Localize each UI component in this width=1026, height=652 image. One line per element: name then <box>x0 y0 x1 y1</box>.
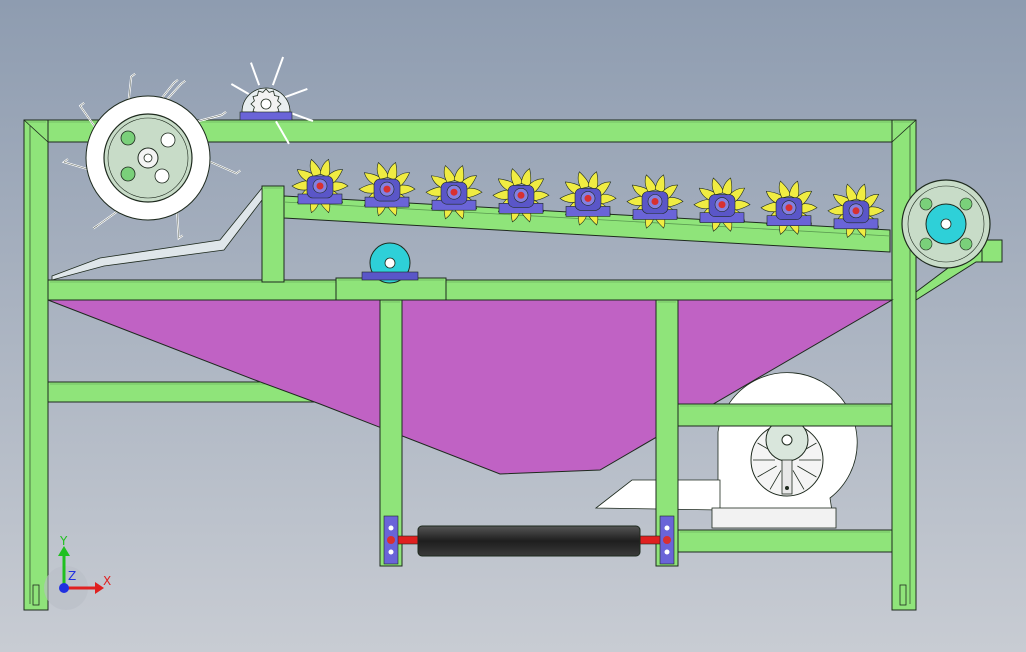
feed-rollers <box>291 158 885 238</box>
feed-roller <box>693 177 751 232</box>
z-axis-dot <box>59 583 69 593</box>
drum-tine-outline <box>127 73 136 106</box>
sprocket-tine <box>271 56 285 86</box>
fan-bracket <box>781 459 793 495</box>
middle-pulley-base <box>361 271 419 281</box>
right-pulley-groove <box>907 185 985 263</box>
feed-roller <box>425 165 483 220</box>
blower-base <box>711 507 837 529</box>
feed-roller <box>291 158 349 214</box>
roller-bearing-center <box>663 536 671 544</box>
right-pulley-hole <box>959 237 973 251</box>
drum-pulley-hole <box>120 166 136 182</box>
drum-pulley-hole <box>160 132 176 148</box>
feed-roller <box>358 161 416 217</box>
drum-tine-outline <box>162 80 186 105</box>
x-axis-label: X <box>103 574 111 588</box>
drum-pulley-hole <box>120 130 136 146</box>
sprocket-tine <box>284 88 308 99</box>
roller-bolt <box>584 194 592 202</box>
drum-tine-outline <box>63 158 91 171</box>
roller-bolt <box>383 185 391 193</box>
roller-bolt <box>785 204 793 212</box>
right-pulley-hole <box>959 197 973 211</box>
right-foot <box>899 584 907 606</box>
middle-pulley-bore <box>384 257 396 269</box>
feed-roller <box>492 168 550 223</box>
feed-support-post <box>261 185 285 283</box>
left-foot <box>32 584 40 606</box>
right-lower-cross-rail <box>677 529 893 553</box>
roller-bolt <box>517 191 525 199</box>
pulleys <box>361 179 991 284</box>
conveyor-roller <box>417 525 641 557</box>
feed-roller <box>760 180 818 235</box>
drum-tine-outline <box>157 79 179 104</box>
y-axis-label: Y <box>59 534 68 548</box>
fan-blade <box>757 465 777 478</box>
right-pulley-bore <box>940 218 952 230</box>
roller-bolt <box>651 198 659 205</box>
right-upper-cross-rail <box>677 403 893 427</box>
center-post-left <box>379 299 403 567</box>
middle-rail <box>47 279 893 301</box>
drum-tine-outline <box>205 159 241 174</box>
top-rail-miter <box>23 119 917 143</box>
drum-pulley-groove <box>107 117 189 199</box>
drum-shaft <box>143 153 153 163</box>
roller-bolt <box>852 207 860 215</box>
fan-blade <box>797 465 817 478</box>
sprocket-tine <box>275 120 290 145</box>
guide-plate <box>51 186 263 281</box>
bottom-conveyor-roller <box>383 515 675 565</box>
fan-bracket-bolt <box>785 486 789 490</box>
fan-blade <box>792 470 805 490</box>
feed-roller <box>827 183 885 238</box>
drum-tine-outline <box>176 210 183 239</box>
sprocket-tine <box>250 62 261 86</box>
drum-tine-outline <box>192 111 227 123</box>
sprocket-hub <box>260 98 272 110</box>
drum-pulley-hole <box>154 168 170 184</box>
feed-roller <box>626 174 684 229</box>
roller-bolt <box>316 182 324 190</box>
right-pulley-hole <box>919 197 933 211</box>
sprocket-base <box>239 111 293 121</box>
feed-roller <box>559 171 617 226</box>
drum-tine-outline <box>79 102 98 132</box>
hopper-funnel <box>47 299 894 475</box>
hopper <box>47 299 894 475</box>
roller-bearing-bolt <box>664 525 670 531</box>
drum-tine-outline <box>93 210 120 229</box>
roller-bearing-bolt <box>664 549 670 555</box>
frame-front <box>379 299 893 567</box>
sprocket-tine <box>230 83 250 95</box>
fan-blade <box>769 470 782 490</box>
right-pulley-hole <box>919 237 933 251</box>
threshing-drum <box>61 56 314 241</box>
fan-pulley-bore <box>781 434 793 446</box>
coordinate-triad: X Y Z <box>44 534 111 610</box>
right-post <box>891 119 917 611</box>
center-post-right <box>655 299 679 567</box>
roller-bearing-bolt <box>388 549 394 555</box>
left-post <box>23 119 49 611</box>
z-axis-label: Z <box>68 569 76 583</box>
roller-bearing-center <box>387 536 395 544</box>
roller-bolt <box>450 188 458 196</box>
roller-bearing-bolt <box>388 525 394 531</box>
roller-bolt <box>718 201 726 209</box>
chute-lip <box>981 239 1003 263</box>
